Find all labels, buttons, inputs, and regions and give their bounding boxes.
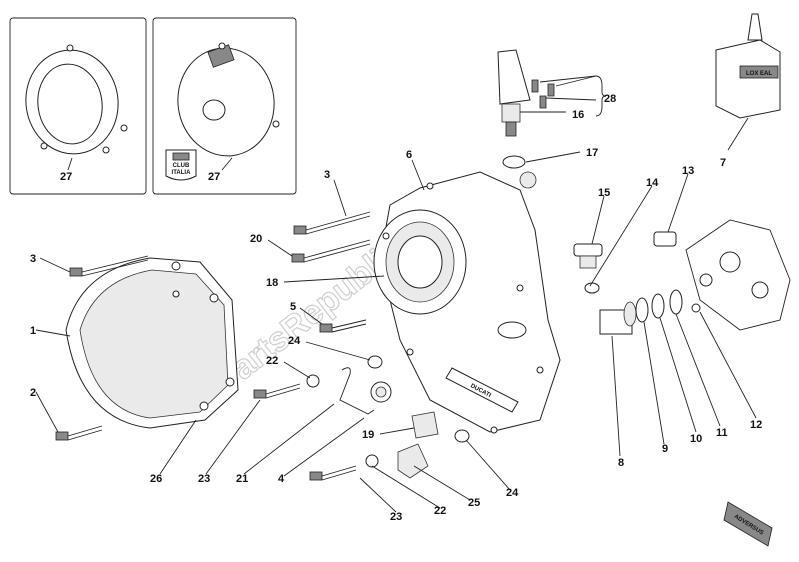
pressure-switch — [497, 49, 555, 189]
callout-20: 20 — [250, 233, 262, 245]
callout-27: 27 — [60, 171, 72, 183]
callout-2: 2 — [30, 387, 36, 399]
oil-filler-cap — [573, 243, 603, 294]
adversus-stamp: ADVERSUS — [723, 501, 773, 547]
inset-box-right — [152, 17, 297, 195]
callout-22: 22 — [434, 505, 446, 517]
callout-28: 28 — [604, 93, 616, 105]
callout-5: 5 — [290, 301, 296, 313]
callout-23: 23 — [390, 511, 402, 523]
seal-rings — [635, 289, 701, 323]
bolts — [55, 211, 371, 481]
washers — [306, 374, 379, 468]
callout-9: 9 — [662, 443, 668, 455]
callout-16: 16 — [572, 109, 584, 121]
spacer-bush — [367, 355, 470, 443]
plate — [411, 411, 439, 439]
leader-lines — [35, 75, 757, 513]
dowel-sleeve — [653, 231, 677, 247]
callout-24: 24 — [506, 487, 519, 499]
callout-21: 21 — [236, 473, 248, 485]
threadlocker-bottle: LOX EAL — [715, 13, 781, 119]
callout-6: 6 — [406, 149, 412, 161]
callout-1: 1 — [30, 325, 36, 337]
callout-14: 14 — [646, 177, 659, 189]
callout-11: 11 — [716, 427, 728, 439]
club-italia-badge: CLUB ITALIA — [165, 149, 197, 181]
engine-case-fragment — [685, 219, 791, 331]
callout-17: 17 — [586, 147, 598, 159]
callout-3: 3 — [30, 253, 36, 265]
inset-box-left — [9, 17, 147, 195]
callout-15: 15 — [598, 187, 610, 199]
callout-10: 10 — [690, 433, 702, 445]
outer-clutch-cover — [65, 257, 239, 429]
callout-25: 25 — [468, 497, 480, 509]
callout-3: 3 — [324, 169, 330, 181]
svg-text:ITALIA: ITALIA — [172, 170, 192, 176]
bracket — [397, 443, 429, 479]
callout-8: 8 — [618, 457, 624, 469]
bottle-label: LOX EAL — [746, 71, 772, 77]
callout-13: 13 — [682, 165, 694, 177]
callout-27: 27 — [208, 171, 220, 183]
callout-12: 12 — [750, 419, 762, 431]
callout-24: 24 — [288, 335, 301, 347]
clutch-side-cover: DUCATI — [373, 171, 561, 434]
svg-text:CLUB: CLUB — [173, 163, 190, 169]
oil-seal — [370, 381, 392, 403]
callout-19: 19 — [362, 429, 374, 441]
callout-18: 18 — [266, 277, 278, 289]
callout-22: 22 — [266, 355, 278, 367]
callout-4: 4 — [278, 473, 285, 485]
callout-labels: 1 2 3 3 4 5 6 7 8 9 10 11 12 13 14 15 16… — [30, 93, 762, 523]
callout-23: 23 — [198, 473, 210, 485]
spring-clip — [339, 367, 375, 415]
bearing-bush — [599, 301, 637, 335]
callout-7: 7 — [720, 157, 726, 169]
callout-26: 26 — [150, 473, 162, 485]
